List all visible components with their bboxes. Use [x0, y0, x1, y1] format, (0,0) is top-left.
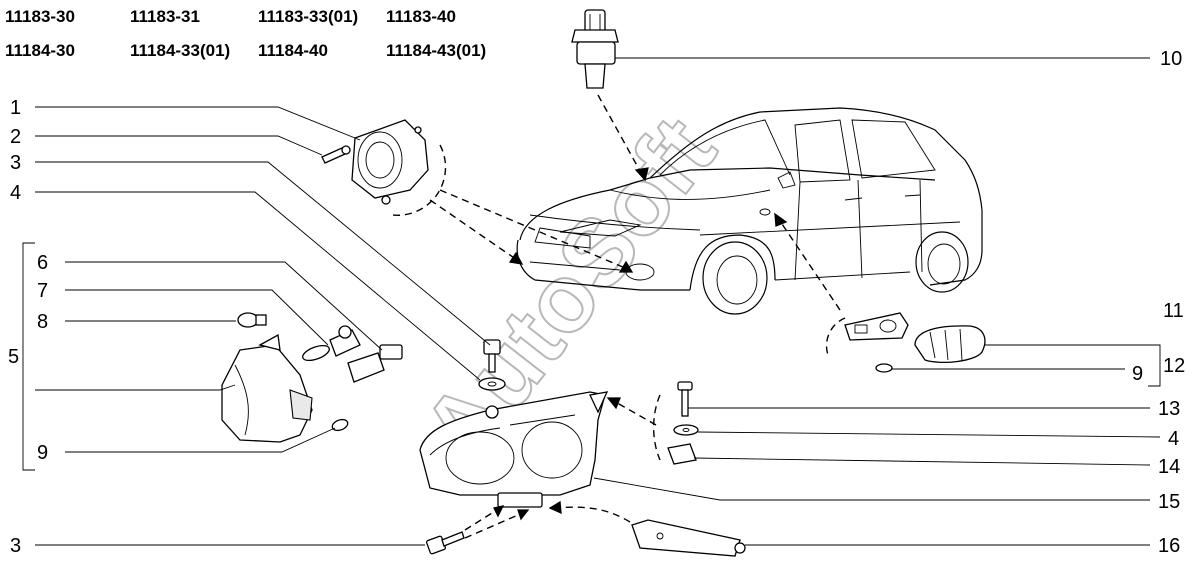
callout-11: 11 — [1163, 300, 1184, 322]
part-1-fog-lamp — [351, 119, 429, 205]
callout-15: 15 — [1158, 491, 1180, 513]
callout-3-bottom: 3 — [10, 535, 21, 557]
callout-5: 5 — [8, 346, 19, 368]
model-code: 11184-30 — [5, 41, 75, 60]
callout-1: 1 — [10, 97, 21, 119]
model-codes: 11183-30 11183-31 11183-33(01) 11183-40 … — [5, 7, 486, 60]
part-9-bulb-right — [875, 363, 893, 373]
part-8-bulb — [237, 312, 267, 328]
part-12-repeater-lens — [914, 325, 986, 363]
part-4-washer — [478, 377, 506, 391]
repeater-arc — [825, 317, 846, 356]
callout-10: 10 — [1160, 48, 1182, 70]
assembly-arrows — [429, 94, 841, 539]
callout-8: 8 — [37, 311, 48, 333]
part-3-bolt-bottom — [426, 531, 465, 555]
callout-14: 14 — [1158, 456, 1180, 478]
model-code: 11184-43(01) — [386, 41, 486, 60]
callout-6: 6 — [37, 252, 48, 274]
car-illustration — [516, 107, 983, 315]
callout-9: 9 — [37, 442, 48, 464]
model-code: 11184-40 — [258, 41, 328, 60]
model-code: 11184-33(01) — [130, 41, 230, 60]
callout-13: 13 — [1158, 398, 1180, 420]
model-code: 11183-33(01) — [258, 7, 358, 26]
model-code: 11183-31 — [130, 7, 200, 26]
callout-numbers: 1 2 3 4 6 7 8 5 9 3 10 11 12 9 13 4 14 1… — [8, 48, 1185, 557]
part-14-clip — [667, 443, 697, 465]
part-2-screw — [321, 145, 351, 164]
part-7-bulb — [302, 325, 361, 362]
callout-2: 2 — [10, 126, 21, 148]
callout-9-right: 9 — [1132, 363, 1143, 385]
part-11-repeater-body — [844, 312, 909, 341]
callout-12: 12 — [1163, 355, 1185, 377]
callout-3: 3 — [10, 152, 21, 174]
callout-16: 16 — [1158, 535, 1180, 557]
leader-lines — [22, 57, 1161, 546]
callout-4: 4 — [10, 182, 21, 204]
part-6-connector — [347, 344, 403, 383]
model-code: 11183-40 — [386, 7, 456, 26]
part-9-bulb-left — [331, 418, 349, 432]
model-code: 11183-30 — [5, 7, 75, 26]
part-5-lamp-assembly — [221, 333, 313, 443]
part-10-switch — [571, 9, 619, 89]
callout-4-right: 4 — [1168, 428, 1179, 450]
part-4-washer-right — [673, 424, 699, 436]
part-16-bracket — [631, 519, 746, 557]
fog-lamp-arc — [391, 144, 447, 217]
part-15-headlamp — [419, 391, 609, 508]
screw-arc — [652, 394, 661, 461]
callout-7: 7 — [37, 280, 48, 302]
part-13-screw — [677, 381, 693, 417]
